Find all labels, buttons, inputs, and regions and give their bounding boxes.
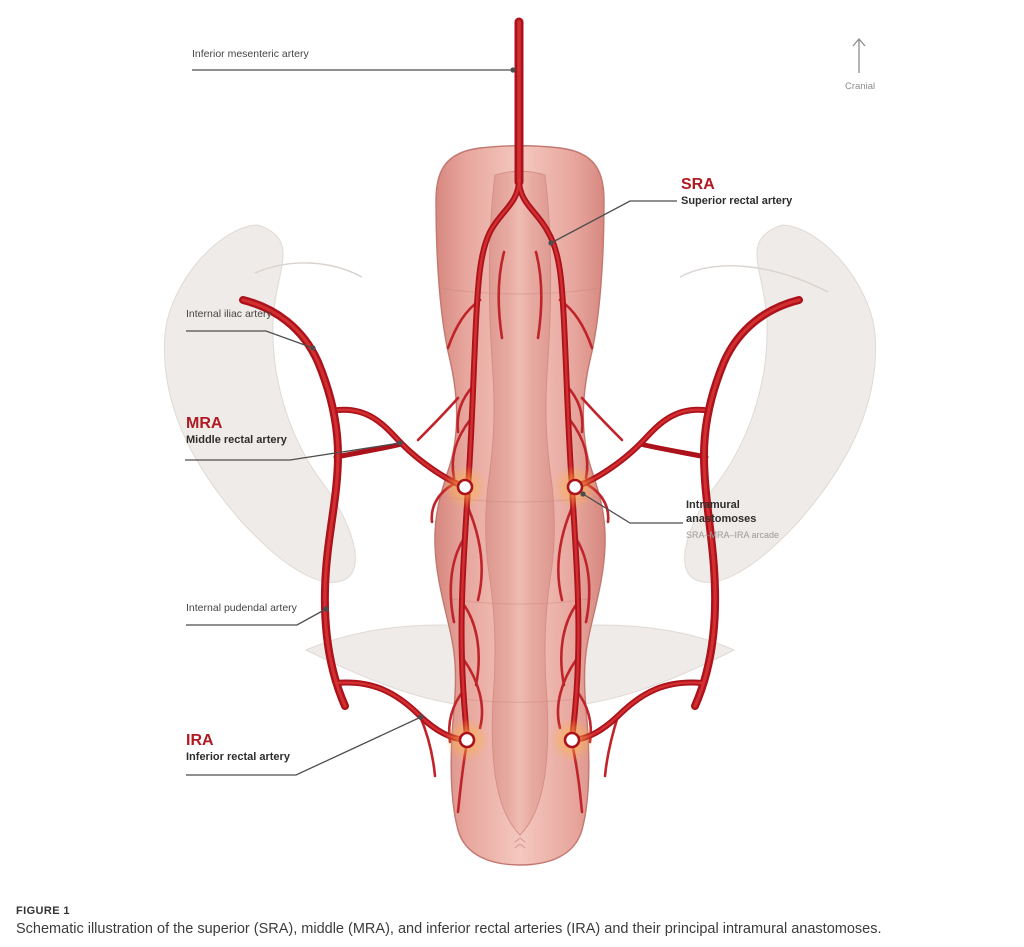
intramural-branch	[462, 603, 480, 687]
leader-dot-mra	[397, 440, 403, 446]
anastomosis-markers	[443, 465, 597, 762]
label-anastomoses-line-1: Intramural	[686, 499, 740, 511]
figure-caption: Schematic illustration of the superior (…	[16, 921, 882, 937]
label-inferior-rectal-artery: Inferior rectal artery	[186, 751, 291, 763]
leader-line-internal-iliac	[186, 330, 314, 349]
mra-ascending-branch-left	[416, 396, 460, 442]
left-pelvic-wall	[163, 224, 356, 583]
rectal-arteries-illustration: Cranial Inferior mesenteric artery SRA S…	[163, 0, 877, 866]
intramural-branch	[449, 538, 465, 624]
leader-dot-anastomoses	[580, 491, 586, 497]
intramural-branch	[575, 538, 591, 624]
label-internal-pudendal-artery: Internal pudendal artery	[186, 602, 298, 614]
anastomosis-marker-sra-ira-right	[563, 731, 581, 749]
middle-rectal-artery-right-accessory	[640, 444, 706, 457]
leader-line-anastomoses	[582, 493, 683, 524]
intramural-branch	[497, 250, 506, 340]
label-superior-rectal-artery: Superior rectal artery	[681, 195, 793, 207]
anastomosis-marker-sra-mra-right	[566, 478, 584, 496]
leader-dot-ira	[418, 714, 424, 720]
middle-rectal-artery-left-accessory	[336, 444, 402, 457]
leader-line-ira	[186, 716, 422, 776]
leader-line-sra	[550, 200, 677, 244]
right-pelvic-arc	[679, 265, 829, 293]
leader-line-internal-pudendal	[186, 608, 327, 626]
label-mra-abbreviation: MRA	[186, 415, 223, 432]
label-anastomoses-subtitle: SRA–MRA–IRA arcade	[686, 530, 779, 540]
leader-lines	[185, 67, 683, 776]
anastomosis-marker-sra-ira-left	[458, 731, 476, 749]
arrow-up-icon	[852, 38, 866, 73]
intramural-branch	[534, 250, 543, 340]
leader-line-mra	[185, 442, 401, 461]
intramural-branch	[465, 503, 483, 602]
intramural-branch	[556, 658, 578, 730]
orientation-label: Cranial	[845, 81, 875, 92]
label-internal-iliac-artery: Internal iliac artery	[186, 308, 273, 320]
leader-dot-internal-pudendal	[323, 606, 329, 612]
leader-dot-sra	[548, 240, 554, 246]
mra-ascending-branch-right	[580, 396, 624, 442]
intramural-branch	[462, 658, 484, 730]
middle-rectal-artery-left	[338, 410, 465, 487]
label-ira-abbreviation: IRA	[186, 732, 214, 749]
leader-dot-ima	[510, 67, 516, 73]
left-pelvic-arc	[254, 262, 363, 278]
figure-label: FIGURE 1	[16, 905, 70, 917]
intramural-branch	[560, 603, 578, 687]
leader-dot-internal-iliac	[310, 345, 316, 351]
label-inferior-mesenteric-artery: Inferior mesenteric artery	[192, 48, 309, 60]
middle-rectal-artery-right	[575, 410, 704, 487]
orientation-indicator: Cranial	[845, 38, 875, 92]
transverse-fold	[439, 287, 601, 295]
anastomosis-marker-sra-mra-left	[456, 478, 474, 496]
labels: Inferior mesenteric artery SRA Superior …	[186, 48, 793, 763]
intramural-branch	[557, 503, 575, 602]
right-pelvic-wall	[684, 224, 877, 583]
rectal-lumen	[485, 170, 555, 836]
label-sra-abbreviation: SRA	[681, 176, 715, 193]
label-anastomoses-line-2: anastomoses	[686, 513, 756, 525]
anal-canal-mark	[514, 837, 526, 849]
label-middle-rectal-artery: Middle rectal artery	[186, 434, 288, 446]
